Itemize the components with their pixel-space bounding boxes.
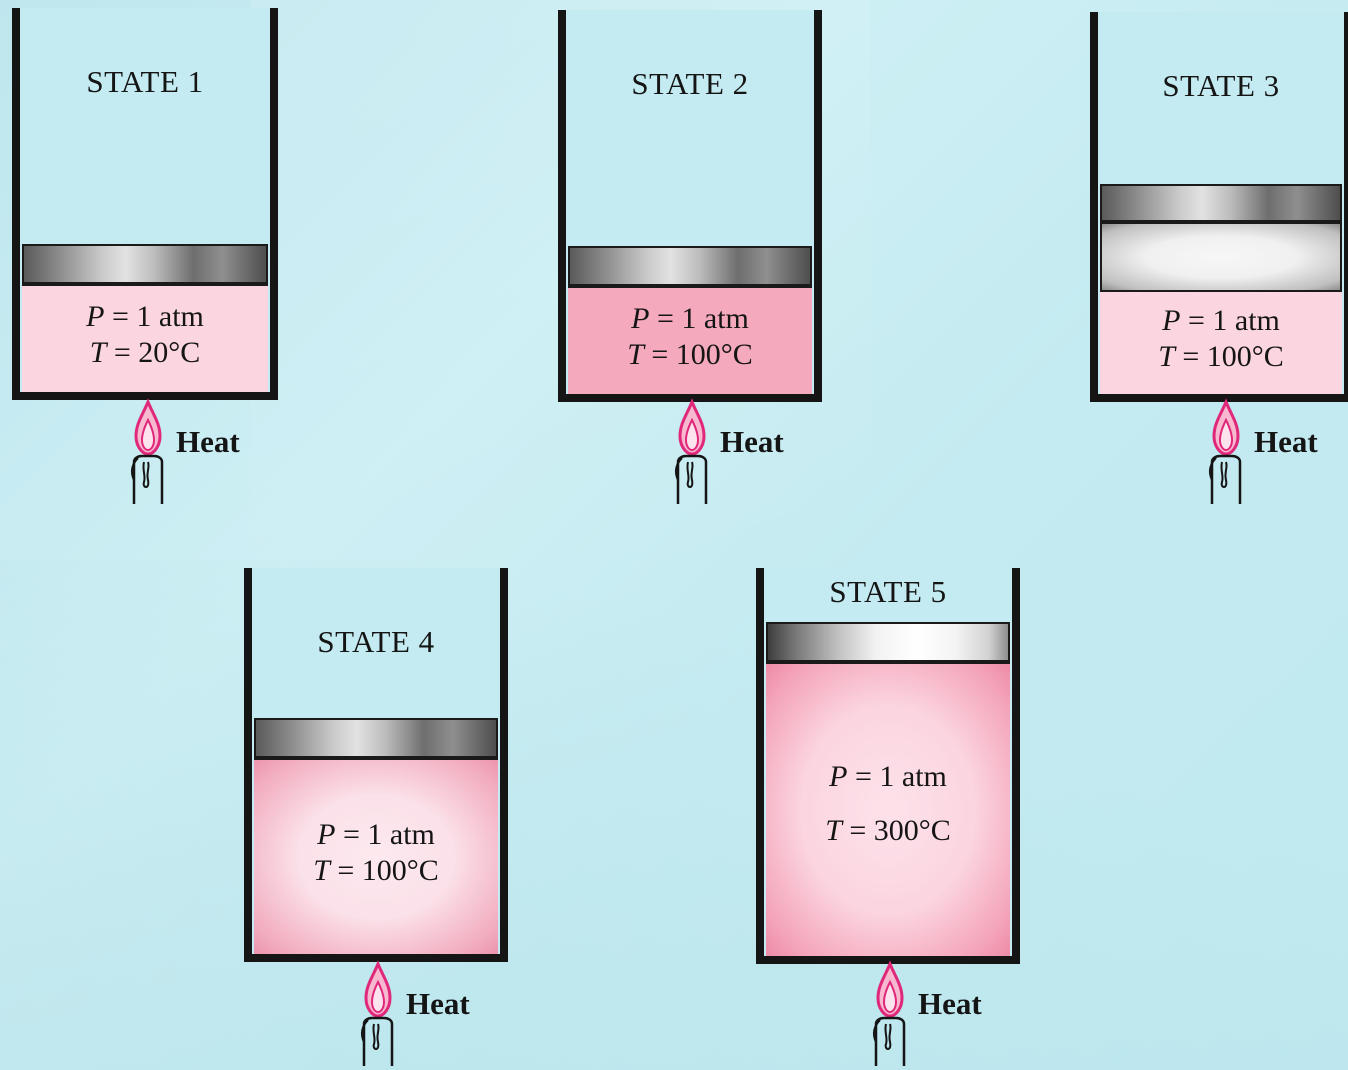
cylinder-state-2: STATE 2 P = 1 atm T = 100°C bbox=[558, 10, 822, 402]
heat-label: Heat bbox=[918, 986, 982, 1021]
temperature-label: T = 100°C bbox=[313, 854, 439, 887]
pressure-label: P = 1 atm bbox=[1162, 304, 1280, 337]
state-label: STATE 4 bbox=[317, 624, 435, 659]
pressure-label: P = 1 atm bbox=[631, 302, 749, 335]
background-shadow bbox=[0, 560, 1348, 1070]
candle-flame-icon bbox=[130, 398, 164, 504]
pressure-label: P = 1 atm bbox=[829, 760, 947, 793]
temperature-label: T = 100°C bbox=[627, 338, 753, 371]
heat-label: Heat bbox=[1254, 424, 1318, 459]
pressure-label: P = 1 atm bbox=[317, 818, 435, 851]
candle-flame-icon bbox=[674, 398, 708, 504]
liquid-region: P = 1 atm T = 100°C bbox=[568, 286, 812, 394]
heat-source: Heat bbox=[124, 398, 284, 508]
liquid-region: P = 1 atm T = 100°C bbox=[1100, 290, 1342, 394]
heat-source: Heat bbox=[1202, 398, 1348, 508]
temperature-label: T = 300°C bbox=[825, 814, 951, 847]
heat-source: Heat bbox=[354, 960, 514, 1070]
cylinder-state-5: STATE 5 P = 1 atm T = 300°C bbox=[756, 568, 1020, 964]
cylinder-state-1: STATE 1 P = 1 atm T = 20°C bbox=[12, 8, 278, 400]
piston bbox=[22, 244, 268, 284]
state-label: STATE 2 bbox=[631, 66, 749, 101]
heat-source: Heat bbox=[866, 960, 1026, 1070]
piston bbox=[1100, 184, 1342, 222]
heat-label: Heat bbox=[720, 424, 784, 459]
heat-label: Heat bbox=[406, 986, 470, 1021]
state-label: STATE 1 bbox=[86, 64, 204, 99]
vapor-region bbox=[1100, 222, 1342, 292]
piston bbox=[254, 718, 498, 758]
candle-flame-icon bbox=[872, 960, 906, 1066]
heat-source: Heat bbox=[668, 398, 828, 508]
heat-label: Heat bbox=[176, 424, 240, 459]
liquid-region: P = 1 atm T = 100°C bbox=[254, 758, 498, 954]
temperature-label: T = 100°C bbox=[1158, 340, 1284, 373]
candle-flame-icon bbox=[360, 960, 394, 1066]
cylinder-state-4: STATE 4 P = 1 atm T = 100°C bbox=[244, 568, 508, 962]
cylinder-state-3: STATE 3 P = 1 atm T = 100°C bbox=[1090, 12, 1348, 402]
piston bbox=[766, 622, 1010, 662]
state-label: STATE 5 bbox=[829, 574, 947, 609]
candle-flame-icon bbox=[1208, 398, 1242, 504]
liquid-region: P = 1 atm T = 20°C bbox=[22, 284, 268, 392]
vapor-region: P = 1 atm T = 300°C bbox=[766, 662, 1010, 956]
state-label: STATE 3 bbox=[1162, 68, 1280, 103]
piston bbox=[568, 246, 812, 286]
temperature-label: T = 20°C bbox=[89, 336, 201, 369]
pressure-label: P = 1 atm bbox=[86, 300, 204, 333]
